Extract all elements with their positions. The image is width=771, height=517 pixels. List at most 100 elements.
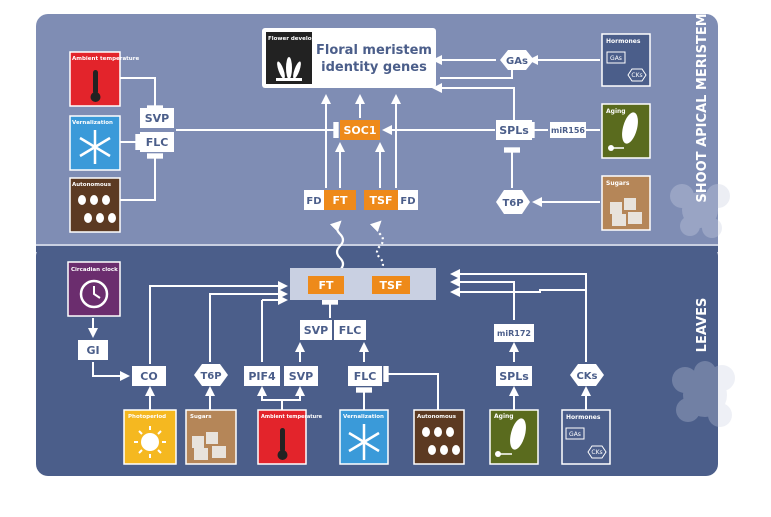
svg-text:Vernalization: Vernalization bbox=[72, 120, 113, 126]
mir172-node bbox=[494, 324, 534, 342]
mir156-node bbox=[550, 122, 586, 138]
gi-node bbox=[78, 340, 108, 360]
mir172-label: miR172 bbox=[497, 329, 531, 338]
flc-label: FLC bbox=[146, 136, 169, 149]
spls-label-leaf: SPLs bbox=[499, 370, 529, 383]
flc-node-leaf-2 bbox=[348, 366, 382, 386]
gas-node bbox=[500, 50, 534, 70]
tsf-node-sam bbox=[364, 190, 398, 210]
svp-node-leaf-2 bbox=[284, 366, 318, 386]
pif4-node bbox=[244, 366, 280, 386]
sugars-card-leaf: Sugars bbox=[185, 409, 237, 465]
hormones-card-sam: Hormones GAs CKs bbox=[601, 33, 651, 87]
region-label-leaves: LEAVES bbox=[695, 298, 710, 353]
svg-text:Ambient temperature: Ambient temperature bbox=[72, 56, 139, 62]
t6p-node bbox=[496, 190, 530, 214]
co-label: CO bbox=[140, 370, 157, 383]
sugar-cubes-icon bbox=[610, 198, 642, 226]
fd-label-1: FD bbox=[306, 196, 321, 207]
svg-text:Aging: Aging bbox=[494, 413, 514, 420]
vernalization-card: Vernalization bbox=[69, 115, 121, 171]
ambient-temperature-card-leaf: Ambient temperature bbox=[257, 409, 323, 465]
photoperiod-card: Photoperiod bbox=[123, 409, 177, 465]
svp-label-leaf-2: SVP bbox=[289, 370, 314, 383]
spls-node-leaf bbox=[496, 366, 532, 386]
svg-text:Sugars: Sugars bbox=[190, 414, 212, 420]
svg-text:Photoperiod: Photoperiod bbox=[128, 414, 166, 420]
svg-text:GAs: GAs bbox=[569, 431, 581, 438]
circadian-clock-card: Circadian clock bbox=[67, 261, 121, 317]
autonomous-card-leaf: Autonomous bbox=[413, 409, 465, 465]
pif4-label: PIF4 bbox=[248, 370, 276, 383]
svg-text:Circadian clock: Circadian clock bbox=[71, 267, 118, 273]
svg-text:Ambient temperature: Ambient temperature bbox=[261, 414, 323, 420]
sugars-card-sam: Sugars bbox=[601, 175, 651, 231]
svg-text:Aging: Aging bbox=[606, 108, 626, 115]
mir156-label: miR156 bbox=[551, 126, 585, 135]
svg-text:CKs: CKs bbox=[591, 449, 602, 456]
svp-label: SVP bbox=[145, 112, 170, 125]
flower-decoration-icon bbox=[670, 184, 730, 238]
tsf-label-leaf: TSF bbox=[380, 279, 403, 292]
tsf-node-leaf bbox=[372, 276, 410, 294]
gas-label: GAs bbox=[506, 56, 528, 67]
seeds-icon bbox=[78, 195, 116, 223]
soc1-label: SOC1 bbox=[344, 124, 377, 137]
ft-label-leaf: FT bbox=[318, 279, 334, 292]
leaf-icon bbox=[608, 112, 638, 151]
svp-node bbox=[140, 108, 174, 128]
sun-icon bbox=[134, 426, 166, 458]
leaf-icon bbox=[495, 418, 526, 457]
seeds-icon bbox=[422, 427, 460, 455]
cks-label: CKs bbox=[576, 371, 597, 382]
svg-text:Vernalization: Vernalization bbox=[343, 414, 384, 420]
svg-text:Autonomous: Autonomous bbox=[72, 182, 112, 188]
flower-decoration-icon bbox=[672, 361, 735, 427]
flc-node-leaf bbox=[334, 320, 366, 340]
fd-node-2 bbox=[398, 190, 418, 210]
ambient-temperature-card: Ambient temperature bbox=[69, 51, 139, 107]
svg-text:Hormones: Hormones bbox=[566, 414, 601, 421]
tsf-label-sam: TSF bbox=[370, 194, 393, 207]
floral-title-line1: Floral meristem bbox=[316, 43, 432, 58]
hormones-card-leaf: Hormones GAs CKs bbox=[561, 409, 611, 465]
fd-label-2: FD bbox=[400, 196, 415, 207]
gi-label: GI bbox=[86, 344, 99, 357]
spls-node bbox=[496, 120, 532, 140]
region-label-sam: SHOOT APICAL MERISTEM bbox=[695, 13, 710, 202]
cks-node bbox=[570, 364, 604, 386]
thermometer-icon bbox=[277, 428, 288, 460]
flc-node bbox=[140, 132, 174, 152]
ft-node-leaf bbox=[308, 276, 344, 294]
soc1-node bbox=[340, 120, 380, 140]
t6p-label: T6P bbox=[502, 198, 523, 209]
ft-label-sam: FT bbox=[332, 194, 348, 207]
svg-text:Sugars: Sugars bbox=[606, 180, 630, 187]
spls-label: SPLs bbox=[499, 124, 529, 137]
autonomous-card: Autonomous bbox=[69, 177, 121, 233]
t6p-label-leaf: T6P bbox=[200, 371, 221, 382]
svg-text:GAs: GAs bbox=[610, 55, 622, 62]
ft-node-sam bbox=[324, 190, 356, 210]
clock-icon bbox=[79, 279, 109, 309]
vernalization-card-leaf: Vernalization bbox=[339, 409, 389, 465]
svp-node-leaf bbox=[300, 320, 332, 340]
flower-development-label: Flower development bbox=[268, 36, 332, 42]
flc-label-leaf-2: FLC bbox=[354, 370, 377, 383]
floral-title-line2: identity genes bbox=[321, 60, 427, 75]
sugar-cubes-icon bbox=[192, 432, 226, 460]
svg-text:Autonomous: Autonomous bbox=[417, 414, 457, 420]
svg-text:Hormones: Hormones bbox=[606, 38, 641, 45]
svp-label-leaf: SVP bbox=[304, 324, 329, 337]
fd-node-1 bbox=[304, 190, 324, 210]
thermometer-icon bbox=[90, 70, 101, 102]
aging-card-leaf: Aging bbox=[489, 409, 539, 465]
flc-label-leaf: FLC bbox=[339, 324, 362, 337]
co-node bbox=[132, 366, 166, 386]
t6p-node-leaf bbox=[194, 364, 228, 386]
snowflake-icon bbox=[79, 130, 111, 164]
aging-card-sam: Aging bbox=[601, 103, 651, 159]
svg-text:CKs: CKs bbox=[631, 72, 642, 79]
snowflake-icon bbox=[348, 424, 380, 460]
